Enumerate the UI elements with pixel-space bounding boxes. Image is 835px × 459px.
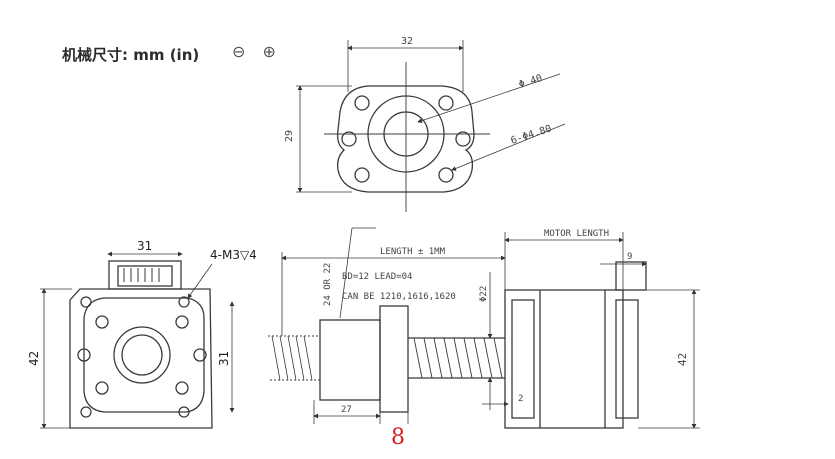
motor-width-dim: 31 [137,239,152,253]
screw-spec-line1: BD=12 LEAD=04 [342,272,412,282]
shaft-length-dim: 9 [627,252,632,262]
shaft-diameter-dim: Φ22 [479,286,489,302]
screw-length-dim: LENGTH ± 1MM [380,247,446,257]
motor-front-view [40,251,235,429]
nut-diameter-dim: 24 OR 22 [323,263,333,306]
screw-side-view [268,227,509,424]
nut-length-dim: 27 [341,405,352,415]
screw-spec-line2: CAN BE 1210,1616,1620 [342,292,456,302]
motor-side-view [504,232,700,429]
pilot-dim: 2 [518,394,523,404]
projection-symbol-icon: ⊖ ⊕ [232,42,282,61]
flange-height-dim: 29 [284,130,295,142]
motor-height-dim: 42 [27,351,41,366]
motor-length-dim: MOTOR LENGTH [544,229,609,239]
motor-hole-spacing-dim: 31 [217,351,231,366]
dimensions-title: 机械尺寸: mm (in) [62,46,200,64]
motor-hole-spec: 4-M3▽4 [210,248,257,262]
flange-width-dim: 32 [401,36,413,47]
flange-thickness-dim: 8 [391,425,405,450]
motor-side-height-dim: 42 [676,353,689,366]
flange-diameter-dim: Φ 40 [518,73,544,91]
flange-holes-dim: 6-Φ4.80 [510,123,553,146]
flange-top-view [296,40,566,212]
